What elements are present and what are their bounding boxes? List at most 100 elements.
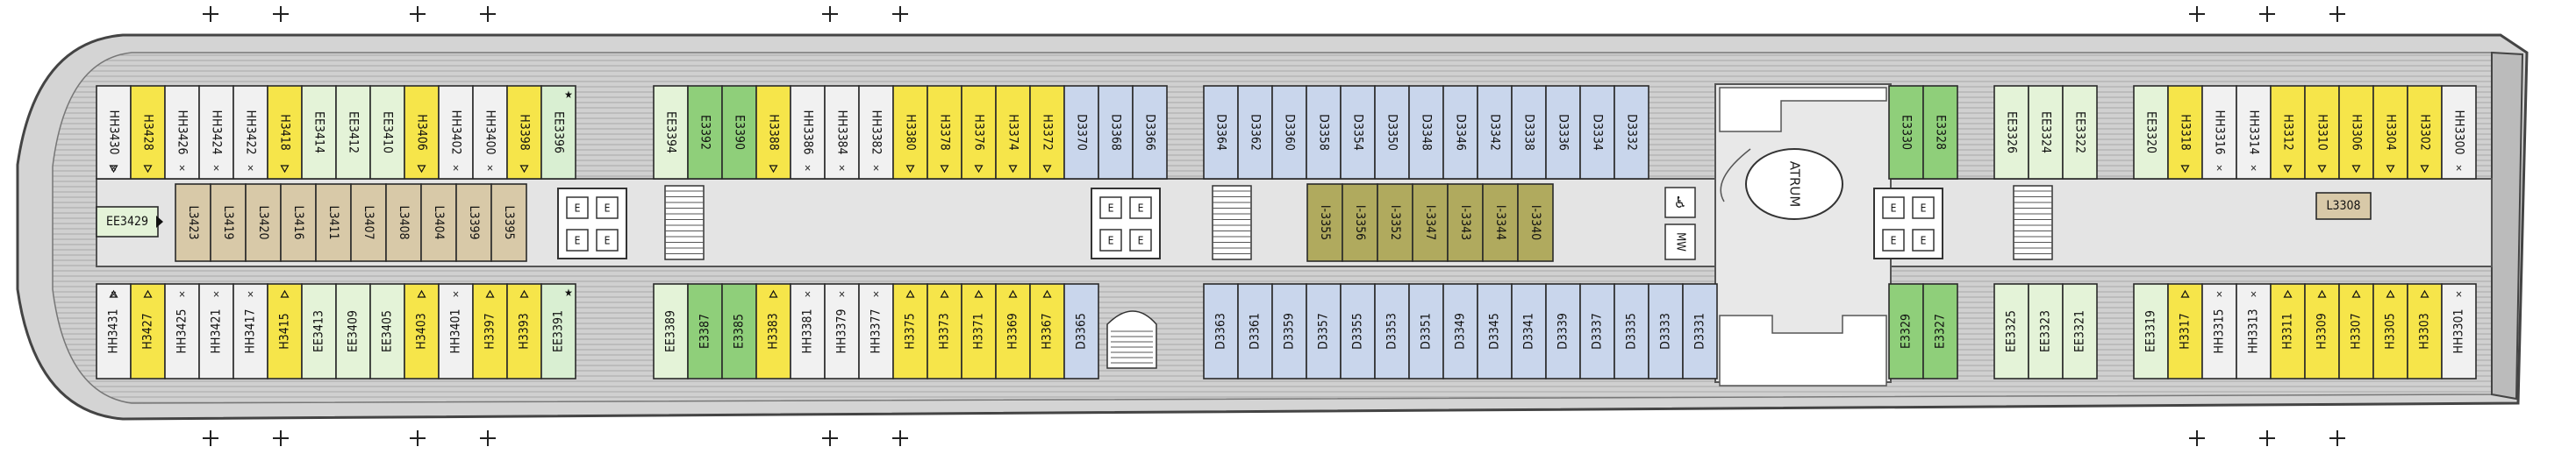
cabin-EE3409[interactable]: EE3409 <box>335 283 371 380</box>
cabin-D3333[interactable]: D3333 <box>1648 283 1684 380</box>
cabin-L3399[interactable]: L3399 <box>455 183 492 262</box>
cabin-HH3381[interactable]: HH3381× <box>790 283 826 380</box>
cabin-EE3323[interactable]: EE3323 <box>2028 283 2064 380</box>
cabin-D3363[interactable]: D3363 <box>1203 283 1239 380</box>
cabin-H3393[interactable]: H3393 <box>506 283 542 380</box>
cabin-D3346[interactable]: D3346 <box>1442 85 1478 180</box>
cabin-L3423[interactable]: L3423 <box>175 183 211 262</box>
cabin-H3372[interactable]: H3372 <box>1029 85 1065 180</box>
cabin-E3327[interactable]: E3327 <box>1922 283 1958 380</box>
cabin-I-3356[interactable]: I-3356 <box>1342 183 1378 262</box>
cabin-D3370[interactable]: D3370 <box>1063 85 1099 180</box>
cabin-EE3391[interactable]: EE3391★ <box>540 283 576 380</box>
cabin-H3302[interactable]: H3302 <box>2407 85 2443 180</box>
cabin-HH3313[interactable]: HH3313× <box>2236 283 2272 380</box>
cabin-EE3322[interactable]: EE3322 <box>2062 85 2098 180</box>
cabin-H3307[interactable]: H3307 <box>2338 283 2374 380</box>
cabin-EE3326[interactable]: EE3326 <box>1993 85 2029 180</box>
cabin-HH3379[interactable]: HH3379× <box>824 283 860 380</box>
cabin-L3395[interactable]: L3395 <box>490 183 527 262</box>
cabin-H3310[interactable]: H3310 <box>2304 85 2340 180</box>
cabin-H3397[interactable]: H3397 <box>472 283 508 380</box>
cabin-HH3430[interactable]: HH3430× <box>96 85 132 180</box>
cabin-D3339[interactable]: D3339 <box>1545 283 1581 380</box>
cabin-D3365[interactable]: D3365 <box>1063 283 1099 380</box>
cabin-I-3355[interactable]: I-3355 <box>1306 183 1343 262</box>
cabin-L3420[interactable]: L3420 <box>245 183 282 262</box>
cabin-H3403[interactable]: H3403 <box>404 283 440 380</box>
cabin-D3351[interactable]: D3351 <box>1408 283 1444 380</box>
cabin-EE3324[interactable]: EE3324 <box>2028 85 2064 180</box>
cabin-H3375[interactable]: H3375 <box>892 283 928 380</box>
cabin-D3361[interactable]: D3361 <box>1237 283 1273 380</box>
cabin-D3349[interactable]: D3349 <box>1442 283 1478 380</box>
cabin-HH3316[interactable]: HH3316× <box>2201 85 2237 180</box>
cabin-EE3429[interactable]: EE3429 <box>96 206 159 238</box>
cabin-EE3410[interactable]: EE3410 <box>369 85 405 180</box>
cabin-D3334[interactable]: D3334 <box>1579 85 1615 180</box>
cabin-H3312[interactable]: H3312 <box>2270 85 2306 180</box>
cabin-HH3377[interactable]: HH3377× <box>858 283 894 380</box>
cabin-H3418[interactable]: H3418 <box>267 85 303 180</box>
cabin-HH3401[interactable]: HH3401× <box>438 283 474 380</box>
cabin-H3376[interactable]: H3376 <box>961 85 997 180</box>
cabin-D3366[interactable]: D3366 <box>1132 85 1168 180</box>
cabin-H3367[interactable]: H3367 <box>1029 283 1065 380</box>
cabin-L3419[interactable]: L3419 <box>210 183 247 262</box>
cabin-H3415[interactable]: H3415 <box>267 283 303 380</box>
cabin-EE3389[interactable]: EE3389 <box>653 283 689 380</box>
cabin-L3407[interactable]: L3407 <box>350 183 387 262</box>
cabin-D3368[interactable]: D3368 <box>1098 85 1134 180</box>
cabin-D3364[interactable]: D3364 <box>1203 85 1239 180</box>
cabin-HH3424[interactable]: HH3424× <box>198 85 234 180</box>
cabin-H3378[interactable]: H3378 <box>927 85 962 180</box>
cabin-I-3340[interactable]: I-3340 <box>1517 183 1554 262</box>
cabin-H3305[interactable]: H3305 <box>2372 283 2408 380</box>
cabin-D3355[interactable]: D3355 <box>1340 283 1376 380</box>
cabin-D3357[interactable]: D3357 <box>1306 283 1342 380</box>
cabin-EE3394[interactable]: EE3394 <box>653 85 689 180</box>
cabin-HH3426[interactable]: HH3426× <box>164 85 200 180</box>
cabin-EE3414[interactable]: EE3414 <box>301 85 337 180</box>
cabin-HH3421[interactable]: HH3421× <box>198 283 234 380</box>
cabin-D3353[interactable]: D3353 <box>1374 283 1410 380</box>
cabin-HH3386[interactable]: HH3386× <box>790 85 826 180</box>
cabin-HH3400[interactable]: HH3400× <box>472 85 508 180</box>
cabin-H3371[interactable]: H3371 <box>961 283 997 380</box>
cabin-H3303[interactable]: H3303 <box>2407 283 2443 380</box>
cabin-HH3314[interactable]: HH3314× <box>2236 85 2272 180</box>
cabin-D3350[interactable]: D3350 <box>1374 85 1410 180</box>
cabin-EE3396[interactable]: EE3396★ <box>540 85 576 180</box>
cabin-EE3319[interactable]: EE3319 <box>2133 283 2169 380</box>
cabin-H3388[interactable]: H3388 <box>755 85 791 180</box>
cabin-EE3320[interactable]: EE3320 <box>2133 85 2169 180</box>
cabin-D3348[interactable]: D3348 <box>1408 85 1444 180</box>
cabin-D3359[interactable]: D3359 <box>1271 283 1307 380</box>
cabin-HH3315[interactable]: HH3315× <box>2201 283 2237 380</box>
cabin-L3308[interactable]: L3308 <box>2315 192 2372 220</box>
cabin-D3362[interactable]: D3362 <box>1237 85 1273 180</box>
cabin-D3358[interactable]: D3358 <box>1306 85 1342 180</box>
cabin-D3360[interactable]: D3360 <box>1271 85 1307 180</box>
cabin-H3383[interactable]: H3383 <box>755 283 791 380</box>
cabin-I-3347[interactable]: I-3347 <box>1412 183 1449 262</box>
cabin-E3392[interactable]: E3392 <box>687 85 723 180</box>
cabin-D3354[interactable]: D3354 <box>1340 85 1376 180</box>
cabin-HH3431[interactable]: HH3431× <box>96 283 132 380</box>
cabin-EE3413[interactable]: EE3413 <box>301 283 337 380</box>
cabin-E3385[interactable]: E3385 <box>721 283 757 380</box>
cabin-H3369[interactable]: H3369 <box>995 283 1031 380</box>
cabin-E3387[interactable]: E3387 <box>687 283 723 380</box>
cabin-E3329[interactable]: E3329 <box>1888 283 1924 380</box>
cabin-I-3352[interactable]: I-3352 <box>1377 183 1413 262</box>
cabin-HH3301[interactable]: HH3301× <box>2441 283 2477 380</box>
cabin-E3390[interactable]: E3390 <box>721 85 757 180</box>
cabin-L3404[interactable]: L3404 <box>420 183 457 262</box>
cabin-L3411[interactable]: L3411 <box>315 183 352 262</box>
cabin-D3332[interactable]: D3332 <box>1614 85 1649 180</box>
cabin-H3318[interactable]: H3318 <box>2167 85 2203 180</box>
cabin-I-3343[interactable]: I-3343 <box>1447 183 1484 262</box>
cabin-E3330[interactable]: E3330 <box>1888 85 1924 180</box>
cabin-EE3325[interactable]: EE3325 <box>1993 283 2029 380</box>
cabin-HH3422[interactable]: HH3422× <box>233 85 268 180</box>
